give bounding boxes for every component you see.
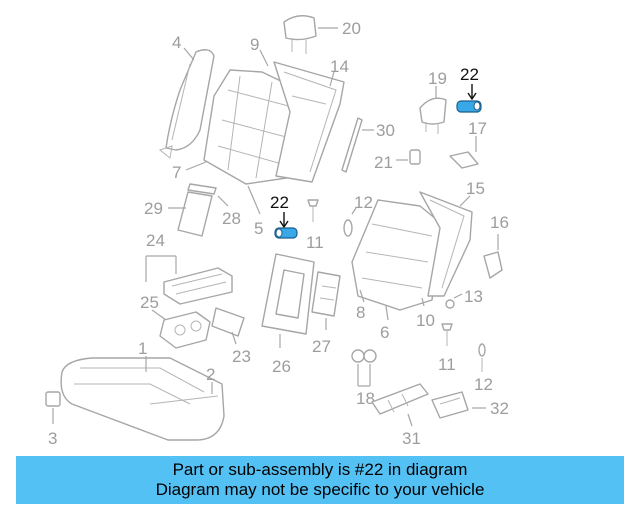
part-11-right-bolt	[441, 323, 453, 346]
part-4-side-bolster	[158, 47, 215, 159]
callout-2: 2	[206, 365, 215, 384]
callout-22-upper: 22	[460, 65, 479, 84]
callout-10: 10	[416, 311, 435, 330]
callout-28: 28	[222, 209, 241, 228]
callout-11-center: 11	[306, 233, 324, 252]
callout-1: 1	[138, 339, 147, 358]
callout-30: 30	[376, 121, 395, 140]
callout-11-right: 11	[438, 355, 456, 374]
part-29-panel	[168, 191, 213, 237]
callout-24: 24	[146, 231, 165, 250]
callout-4: 4	[172, 33, 181, 52]
part-16-bracket	[483, 234, 503, 279]
part-23-trim	[211, 307, 245, 345]
info-banner: Part or sub-assembly is #22 in diagram D…	[16, 456, 624, 504]
part-17-bracket	[449, 136, 479, 169]
callout-3: 3	[48, 429, 57, 448]
part-18-buttons	[351, 349, 377, 363]
callout-31: 31	[402, 429, 421, 448]
callout-5: 5	[254, 219, 263, 238]
part-3-clip	[45, 391, 61, 424]
callout-17: 17	[468, 119, 487, 138]
part-31-track	[371, 383, 429, 427]
callout-7: 7	[172, 163, 181, 182]
part-28-strip	[187, 183, 229, 207]
part-14-seatback-frame	[273, 61, 345, 183]
callout-21: 21	[374, 153, 393, 172]
part-26-frame	[261, 253, 315, 348]
part-30-rod	[341, 117, 374, 173]
banner-line-1: Part or sub-assembly is #22 in diagram	[172, 460, 468, 479]
callout-13: 13	[464, 287, 483, 306]
part-13-clip	[445, 293, 463, 309]
callout-32: 32	[490, 399, 509, 418]
part-27-cover	[311, 271, 341, 330]
part-20-headrest	[283, 15, 338, 54]
part-6-right-seatback-frame	[419, 191, 473, 297]
callout-23: 23	[232, 347, 251, 366]
callout-8: 8	[356, 303, 365, 322]
part-19-headrest	[419, 86, 447, 134]
callout-6: 6	[380, 323, 389, 342]
callout-18: 18	[356, 389, 375, 408]
part-25-cupholder	[159, 311, 211, 349]
part-1-seat-cushion	[60, 357, 225, 441]
callout-16: 16	[490, 213, 509, 232]
part-24-armrest	[163, 267, 233, 305]
callout-27: 27	[312, 337, 331, 356]
banner-line-2: Diagram may not be specific to your vehi…	[155, 480, 485, 499]
part-22-upper-highlighted	[456, 100, 482, 113]
callout-22-center: 22	[270, 193, 289, 212]
callout-26: 26	[272, 357, 291, 376]
part-12-right-clip	[478, 343, 486, 372]
part-22-center-highlighted	[274, 227, 298, 239]
part-8-right-seatback-cushion	[351, 199, 443, 311]
callout-12-upper: 12	[354, 193, 373, 212]
callout-9: 9	[250, 35, 259, 54]
parts-diagram: 20 4 9 7 14 30 29 28 5 22	[45, 15, 509, 448]
callout-12-right: 12	[474, 375, 493, 394]
callout-25: 25	[140, 293, 159, 312]
callout-20: 20	[342, 19, 361, 38]
callout-14: 14	[330, 57, 349, 76]
part-11-bolt	[307, 199, 319, 222]
callout-29: 29	[144, 199, 163, 218]
part-21-guide	[396, 149, 421, 165]
part-12-clip	[343, 207, 357, 237]
callout-15: 15	[466, 179, 485, 198]
part-32-module	[431, 391, 486, 419]
callout-19: 19	[428, 69, 447, 88]
